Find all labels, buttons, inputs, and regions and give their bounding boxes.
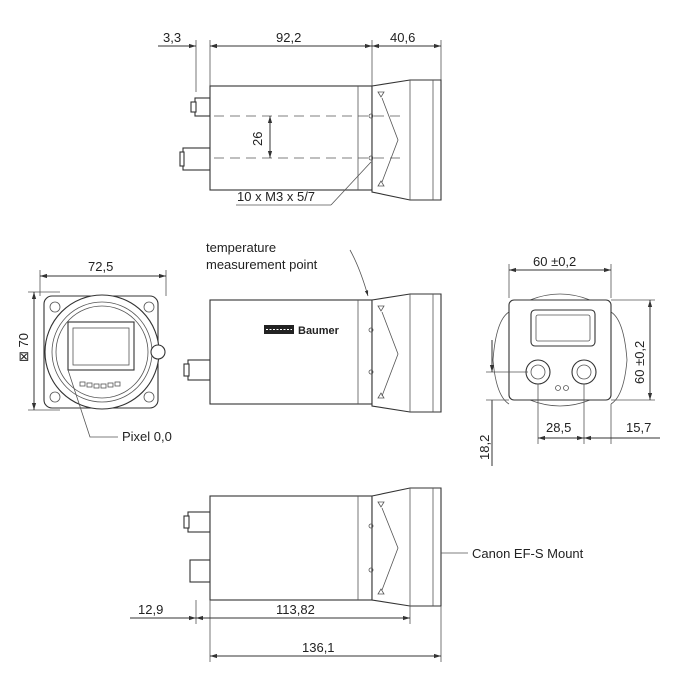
bottom-connector-lower	[189, 559, 211, 583]
bottom-view: Canon EF-S Mount 12,9 113,82 136,1	[130, 487, 584, 662]
dim-bottom-total: 136,1	[302, 640, 335, 655]
back-view: 60 ±0,2 60 ±0,2 28,5 15,7	[477, 254, 660, 466]
label-thread: 10 x M3 x 5/7	[237, 189, 315, 204]
dim-back-height: 60 ±0,2	[632, 341, 647, 384]
brand-logo-text: Baumer	[298, 325, 340, 337]
top-camera-body	[209, 85, 373, 191]
front-view: 72,5 ⊠ 70 Pixel 0,0	[16, 259, 172, 444]
back-connector-right	[571, 359, 597, 385]
top-connector-upper	[194, 97, 211, 117]
dim-top-vertical: 26	[250, 132, 265, 146]
side-camera-body	[209, 299, 373, 405]
front-contacts	[79, 381, 121, 389]
label-temperature-2: measurement point	[206, 257, 318, 272]
top-view: 3,3 92,2 40,6 26 10 x M3 x 5/7	[158, 30, 442, 206]
side-connector	[187, 359, 211, 381]
dim-top-left: 3,3	[163, 30, 181, 45]
label-pixel: Pixel 0,0	[122, 429, 172, 444]
bottom-camera-body	[209, 495, 373, 601]
label-temperature-1: temperature	[206, 240, 276, 255]
dim-bottom-mid: 113,82	[276, 602, 315, 617]
label-mount: Canon EF-S Mount	[472, 546, 584, 561]
dim-top-mid: 92,2	[276, 30, 301, 45]
top-connector-lower	[182, 147, 211, 171]
dim-front-width: 72,5	[88, 259, 113, 274]
front-release-button	[150, 344, 166, 360]
dim-back-right: 15,7	[626, 420, 651, 435]
back-window	[530, 309, 596, 347]
dim-front-height: ⊠ 70	[16, 333, 31, 362]
dim-back-width: 60 ±0,2	[533, 254, 576, 269]
brand-logo-bar	[264, 325, 294, 334]
back-connector-left	[525, 359, 551, 385]
dim-back-bottom: 28,5	[546, 420, 571, 435]
bottom-connector-upper	[187, 511, 211, 533]
side-view: temperature measurement point Baumer	[183, 240, 442, 413]
dim-bottom-left: 12,9	[138, 602, 163, 617]
dim-back-vertical: 18,2	[477, 435, 492, 460]
front-sensor	[67, 321, 135, 371]
dim-top-right: 40,6	[390, 30, 415, 45]
